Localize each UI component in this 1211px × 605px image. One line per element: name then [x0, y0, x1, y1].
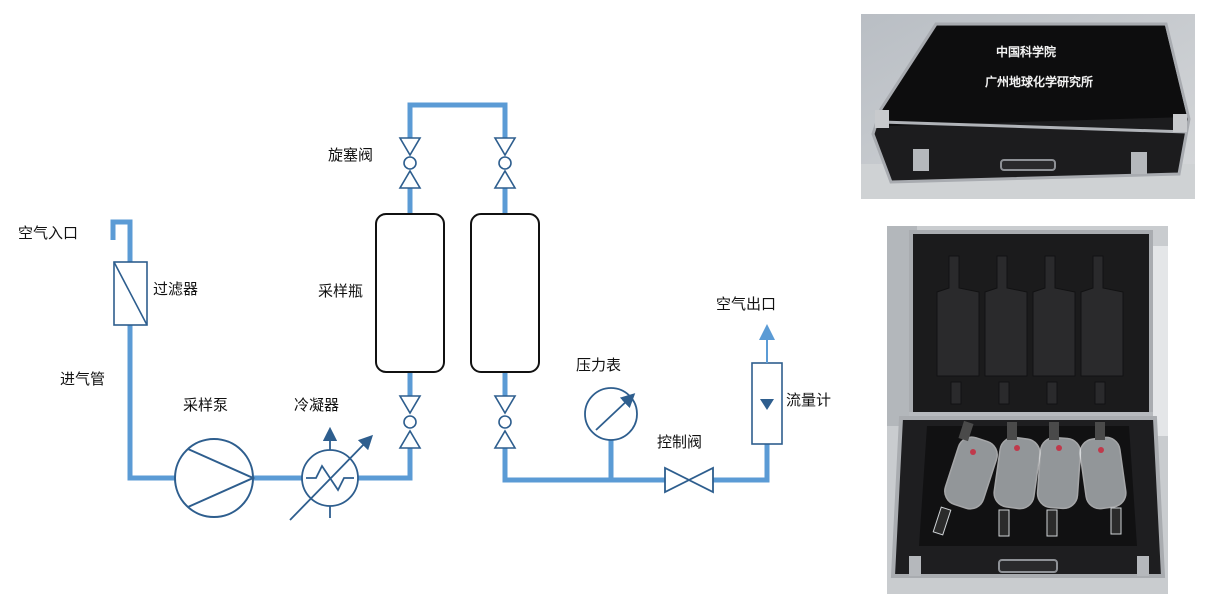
outlet-line-pipe [502, 448, 665, 483]
stopcock-valve-left-bottom [398, 395, 422, 449]
label-control-valve: 控制阀 [657, 433, 702, 451]
pressure-gauge-symbol [584, 387, 638, 441]
stopcock-valve-left-top [398, 137, 422, 189]
sampling-bottle-left [375, 213, 445, 373]
label-sampling-bottle: 采样瓶 [318, 282, 363, 300]
open-case-photo [887, 226, 1168, 594]
case-lid-text-line1: 中国科学院 [996, 44, 1056, 59]
flowmeter-symbol [751, 362, 783, 445]
label-intake-pipe: 进气管 [60, 370, 105, 388]
label-air-outlet: 空气出口 [716, 295, 776, 313]
case-lid-text-line2: 广州地球化学研究所 [985, 74, 1093, 89]
label-condenser: 冷凝器 [294, 396, 339, 414]
valve-flowmeter-pipe [713, 444, 770, 483]
label-pressure-gauge: 压力表 [576, 356, 621, 374]
label-flowmeter: 流量计 [786, 391, 831, 409]
case-bottle-4 [1079, 422, 1127, 535]
sampling-bottle-right [470, 213, 540, 373]
condenser-symbol [289, 426, 374, 521]
inlet-hook-pipe [110, 219, 133, 262]
sampling-bottles-in-case [932, 420, 1127, 537]
closed-case-photo: 中国科学院 广州地球化学研究所 [861, 14, 1195, 199]
case-bottle-2 [993, 422, 1041, 537]
filter-symbol [113, 261, 148, 326]
bridge-pipe [407, 102, 508, 138]
label-air-inlet: 空气入口 [18, 224, 78, 242]
condenser-bottle-pipe [358, 448, 413, 481]
label-sampling-pump: 采样泵 [183, 396, 228, 414]
label-filter: 过滤器 [153, 280, 198, 298]
case-bottle-3 [1036, 422, 1082, 537]
sampling-system-diagram: 空气入口 过滤器 进气管 采样泵 冷凝器 旋塞阀 采样瓶 压力表 控制阀 空气出… [18, 102, 831, 521]
intake-pipe [127, 325, 175, 481]
control-valve-symbol [664, 466, 714, 494]
stopcock-valve-right-top [493, 137, 517, 189]
foam-cutouts [936, 255, 1124, 405]
pipe-network [110, 102, 770, 483]
stopcock-valve-right-bottom [493, 395, 517, 449]
sampling-pump-symbol [174, 438, 256, 518]
label-stopcock-valve: 旋塞阀 [328, 146, 373, 164]
case-bottle-1 [932, 420, 998, 536]
